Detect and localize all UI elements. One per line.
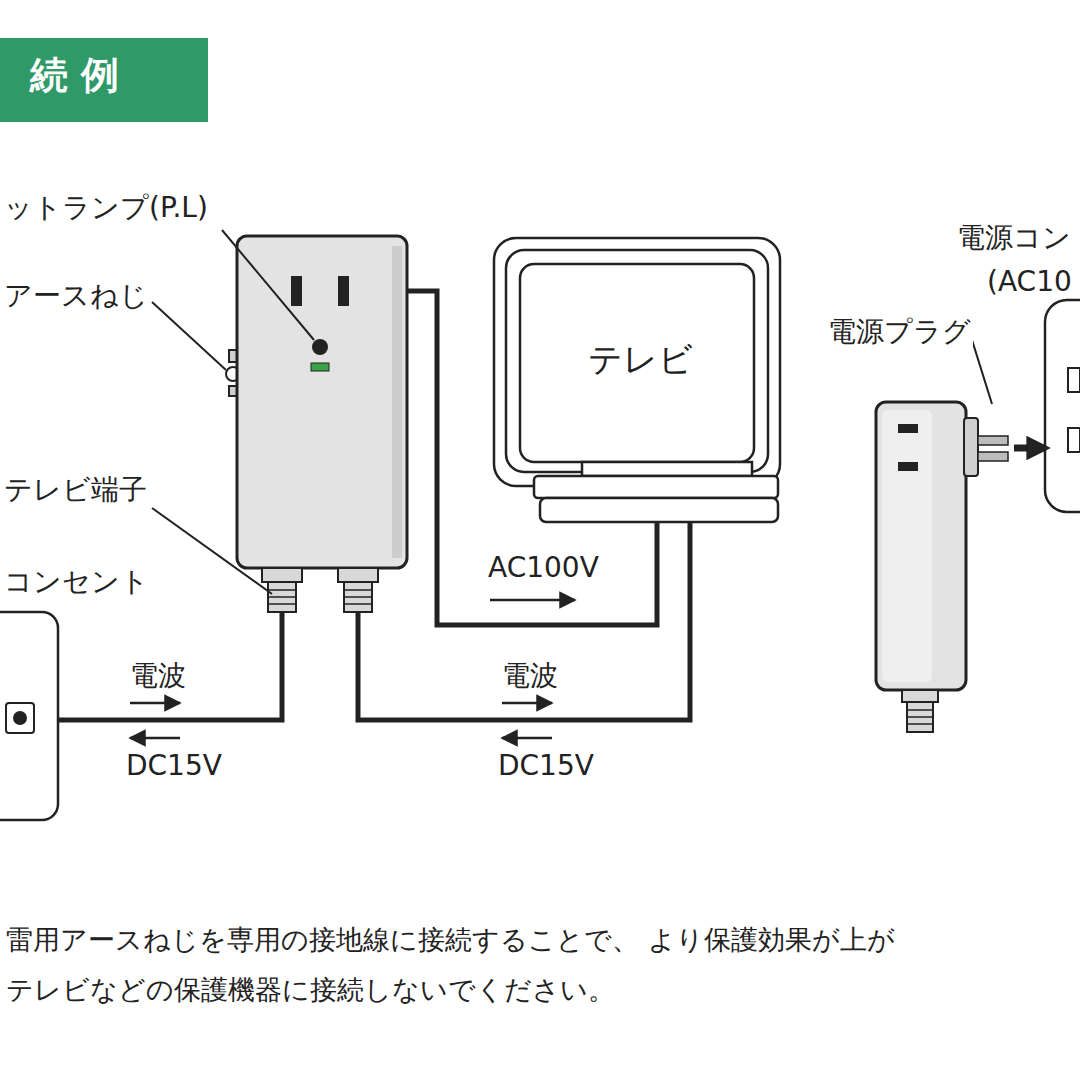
note-text: 雷用アースねじを専用の接地線に接続することで、 より保護効果が上が bbox=[4, 924, 897, 955]
wall-outlet bbox=[1068, 428, 1080, 452]
ac-adapter bbox=[876, 402, 1046, 732]
tv-outline bbox=[582, 462, 752, 476]
signal-label: 電波 bbox=[500, 660, 560, 692]
ac-adapter bbox=[876, 402, 966, 690]
tv-outline bbox=[492, 236, 784, 528]
callout-label: 電源コン bbox=[955, 222, 1073, 254]
callout-label: コンセント bbox=[2, 566, 151, 598]
wall-outlet bbox=[0, 612, 58, 820]
power-inserter bbox=[338, 276, 349, 306]
callout-label: 電源プラグ bbox=[826, 316, 973, 348]
tv-outline bbox=[520, 264, 754, 462]
heading-band bbox=[0, 38, 208, 122]
leader-line bbox=[152, 230, 992, 594]
power-inserter bbox=[268, 603, 296, 605]
wall-outlet bbox=[1045, 300, 1080, 512]
wall-outlet bbox=[0, 612, 58, 820]
direction-arrow bbox=[502, 702, 552, 705]
power-inserter bbox=[291, 276, 302, 306]
callout-label: テレビ端子 bbox=[2, 474, 149, 506]
ac-adapter bbox=[902, 690, 938, 732]
power-inserter bbox=[262, 568, 302, 582]
signal-label: 電波 bbox=[128, 660, 188, 692]
direction-arrow bbox=[130, 702, 180, 705]
tv-set: テレビ bbox=[492, 236, 784, 528]
callout-label: アースねじ bbox=[2, 280, 150, 312]
power-inserter bbox=[268, 596, 296, 598]
direction-arrow bbox=[130, 737, 180, 740]
leader-line bbox=[972, 340, 992, 404]
power-inserter bbox=[237, 236, 407, 568]
ac-adapter bbox=[907, 723, 933, 725]
ac-adapter bbox=[882, 410, 932, 682]
ac-adapter bbox=[907, 716, 933, 718]
signal-label: DC15V bbox=[496, 750, 596, 782]
leader-line bbox=[152, 302, 226, 370]
cable bbox=[22, 612, 282, 720]
tv-outline bbox=[534, 476, 778, 498]
tv-outline bbox=[506, 250, 768, 472]
ac-adapter bbox=[907, 709, 933, 711]
power-inserter bbox=[344, 596, 372, 598]
power-inserter bbox=[344, 603, 372, 605]
ac-adapter bbox=[1014, 445, 1046, 452]
ac-adapter bbox=[978, 436, 1008, 445]
direction-arrow bbox=[502, 737, 552, 740]
signal-label: DC15V bbox=[124, 750, 224, 782]
wall-outlet bbox=[1045, 300, 1080, 512]
power-inserter bbox=[344, 589, 372, 591]
power-inserter bbox=[226, 236, 407, 612]
wall-outlet bbox=[1068, 368, 1080, 392]
power-inserter bbox=[338, 568, 378, 582]
ac-adapter bbox=[902, 690, 938, 702]
ac-adapter bbox=[907, 710, 933, 724]
tv-outline bbox=[540, 498, 778, 522]
callout-label: (AC10 bbox=[985, 266, 1074, 298]
power-inserter bbox=[268, 589, 296, 591]
signal-label: AC100V bbox=[486, 552, 601, 584]
ac-adapter bbox=[898, 462, 918, 471]
leader-line bbox=[152, 508, 272, 594]
tv-outline bbox=[494, 238, 780, 486]
power-inserter bbox=[311, 363, 329, 371]
power-inserter bbox=[344, 582, 372, 612]
tv-outline bbox=[494, 238, 780, 522]
wall-outlet bbox=[6, 703, 34, 733]
power-inserter bbox=[262, 568, 378, 612]
section-heading: 続 例 bbox=[30, 54, 119, 98]
note-text: テレビなどの保護機器に接続しないでください。 bbox=[4, 974, 617, 1005]
power-inserter bbox=[268, 590, 372, 604]
tv-label: テレビ bbox=[588, 340, 693, 379]
direction-arrow bbox=[490, 599, 575, 602]
power-inserter bbox=[268, 582, 296, 612]
ac-adapter bbox=[907, 702, 933, 732]
power-inserter bbox=[312, 339, 328, 355]
direction-arrow bbox=[130, 600, 575, 738]
power-inserter bbox=[392, 246, 402, 558]
ac-adapter bbox=[978, 452, 1008, 461]
ac-adapter bbox=[964, 418, 978, 476]
ac-adapter bbox=[898, 424, 918, 433]
leader-line bbox=[222, 230, 314, 340]
callout-label: ットランプ(P.L) bbox=[2, 192, 210, 224]
wall-outlet bbox=[13, 711, 27, 725]
